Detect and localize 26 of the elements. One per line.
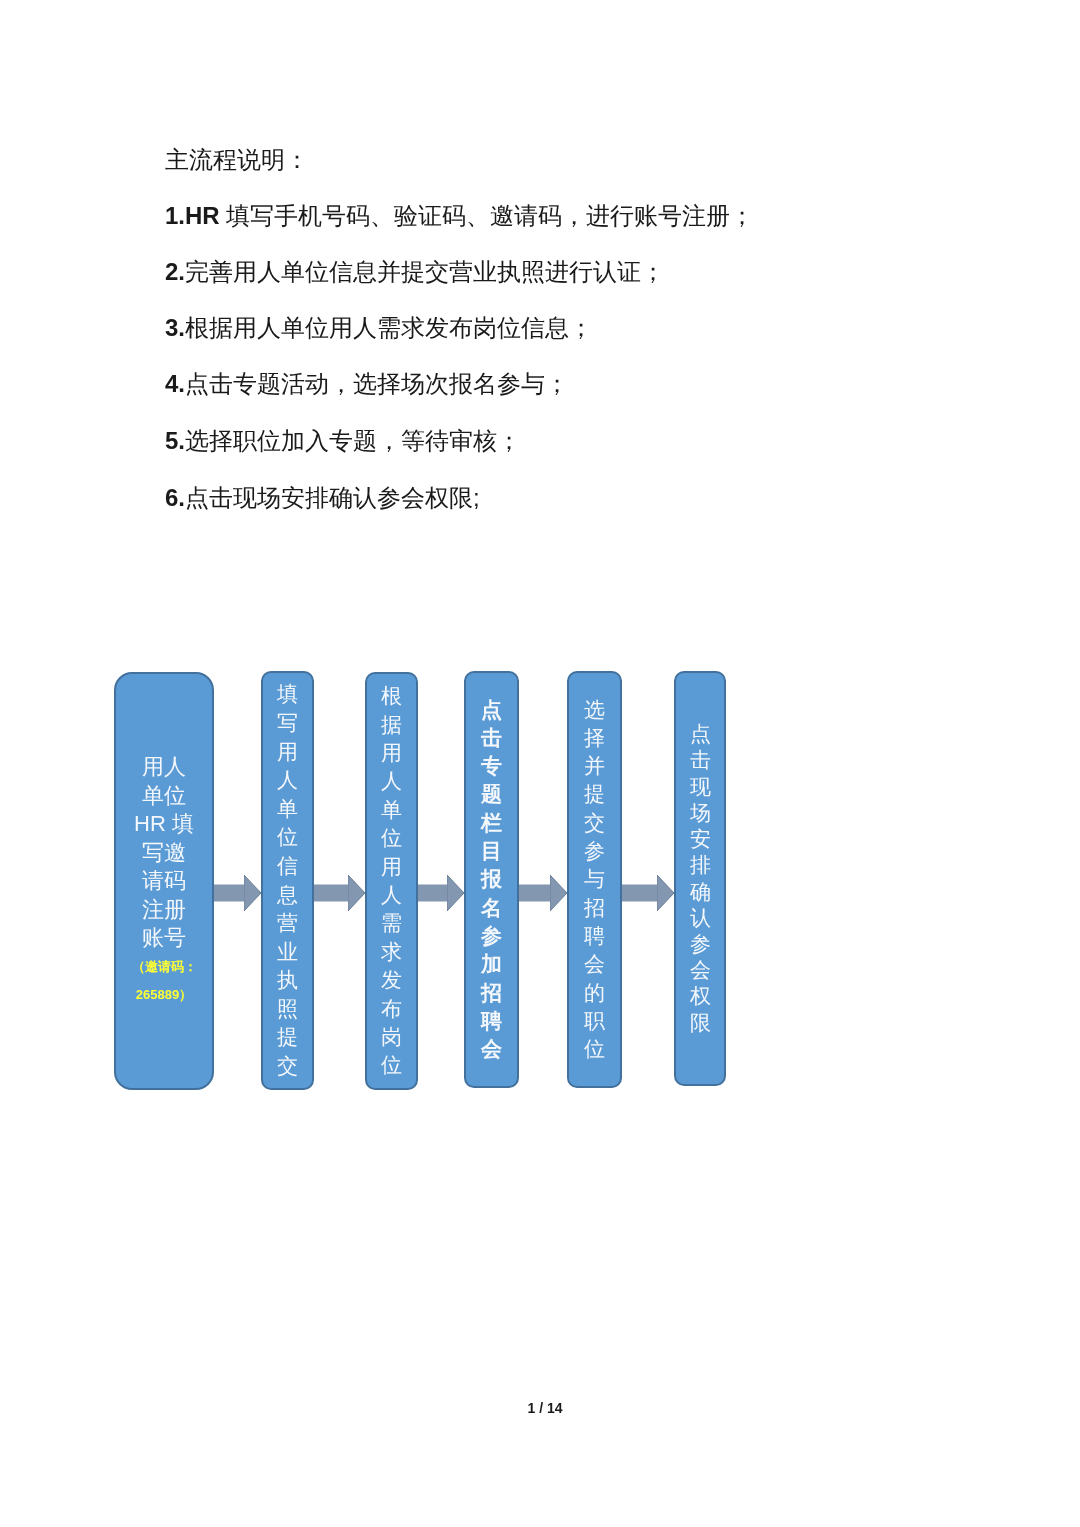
step-text: 填写用人单位信息营业执照提交 xyxy=(276,681,299,1080)
arrow xyxy=(519,874,568,912)
process-box xyxy=(114,672,214,1090)
list-item: 5.选择职位加入专题，等待审核； xyxy=(165,426,521,456)
process-box xyxy=(365,672,418,1090)
arrow xyxy=(622,874,675,912)
process-box xyxy=(674,671,726,1086)
process-box xyxy=(567,671,622,1088)
list-item: 6.点击现场安排确认参会权限; xyxy=(165,483,480,513)
process-box xyxy=(261,671,314,1090)
arrow xyxy=(418,874,465,912)
list-item: 2.完善用人单位信息并提交营业执照进行认证； xyxy=(165,257,665,287)
arrow xyxy=(314,874,366,912)
list-item: 1.HR 填写手机号码、验证码、邀请码，进行账号注册； xyxy=(165,201,755,231)
invite-code-note: （邀请码：265889） xyxy=(130,957,198,1004)
list-item: 3.根据用人单位用人需求发布岗位信息； xyxy=(165,313,593,343)
step-text: 选择并提交参与招聘会的职位 xyxy=(583,696,606,1063)
heading: 主流程说明： xyxy=(165,145,309,175)
list-item: 4.点击专题活动，选择场次报名参与； xyxy=(165,369,569,399)
step-text: 用人单位HR 填写邀请码注册账号 xyxy=(133,753,195,953)
step-text: 点击专题栏目报名参加招聘会 xyxy=(479,696,503,1063)
process-box xyxy=(464,671,519,1088)
page-number: 1 / 14 xyxy=(527,1399,563,1417)
arrow xyxy=(214,874,262,912)
step-text: 点击现场安排确认参会权限 xyxy=(688,721,712,1036)
step-text: 根据用人单位用人需求发布岗位 xyxy=(380,683,403,1079)
